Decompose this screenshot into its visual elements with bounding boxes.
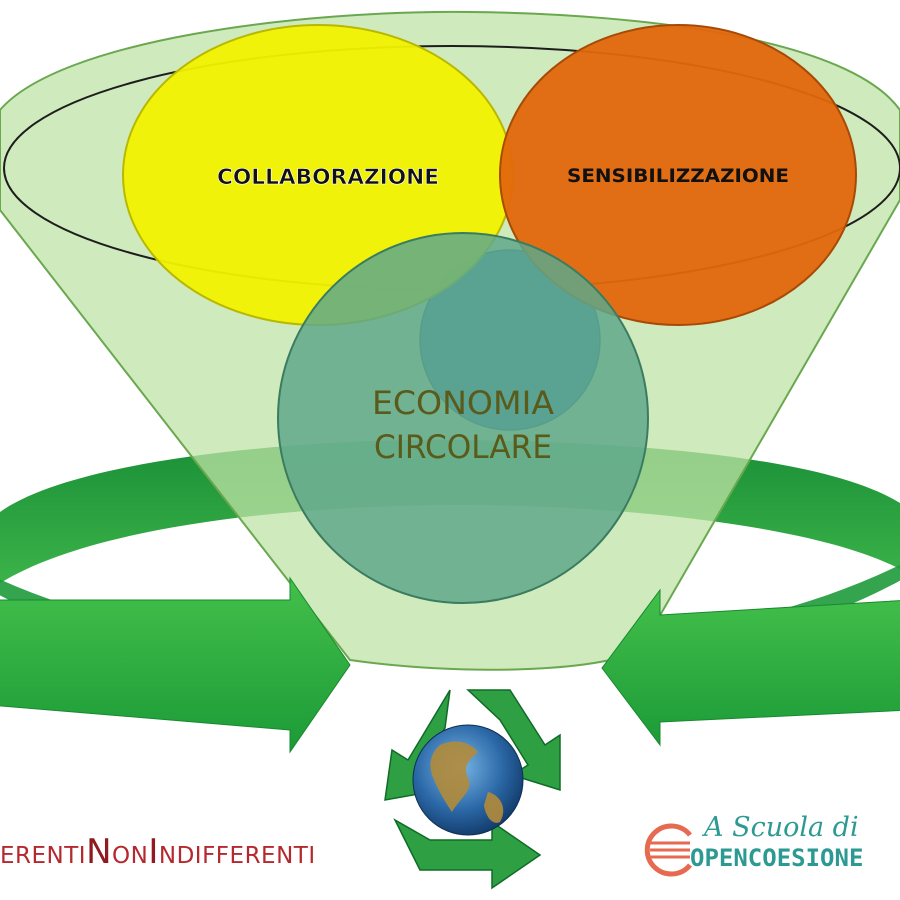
brand-right-line2: OPENCOESIONE xyxy=(690,844,864,872)
brand-left-part-2: N xyxy=(86,832,113,872)
recycle-globe-icon xyxy=(384,689,561,890)
brand-right-wordmark: A Scuola di OPENCOESIONE xyxy=(628,812,900,882)
economia-circolare-node: ECONOMIA CIRCOLARE xyxy=(277,232,649,604)
collaborazione-label: COLLABORAZIONE xyxy=(217,165,439,189)
brand-left-part-4: I xyxy=(148,832,159,872)
brand-right-line1: A Scuola di xyxy=(704,812,859,843)
opencoesione-logo-icon xyxy=(644,823,692,877)
right-arrow-icon xyxy=(601,588,900,747)
brand-left-wordmark: ERENTINONINDIFFERENTI xyxy=(0,832,370,876)
economia-label-line1: ECONOMIA xyxy=(372,384,554,422)
brand-left-part-3: ON xyxy=(112,843,149,869)
brand-left-part-1: ERENTI xyxy=(0,843,87,869)
left-arrow-icon xyxy=(0,576,351,754)
brand-left-part-5: NDIFFERENTI xyxy=(158,843,316,869)
sensibilizzazione-node: SENSIBILIZZAZIONE xyxy=(499,24,857,326)
economia-label-line2: CIRCOLARE xyxy=(374,428,552,466)
sensibilizzazione-label: SENSIBILIZZAZIONE xyxy=(567,165,789,187)
